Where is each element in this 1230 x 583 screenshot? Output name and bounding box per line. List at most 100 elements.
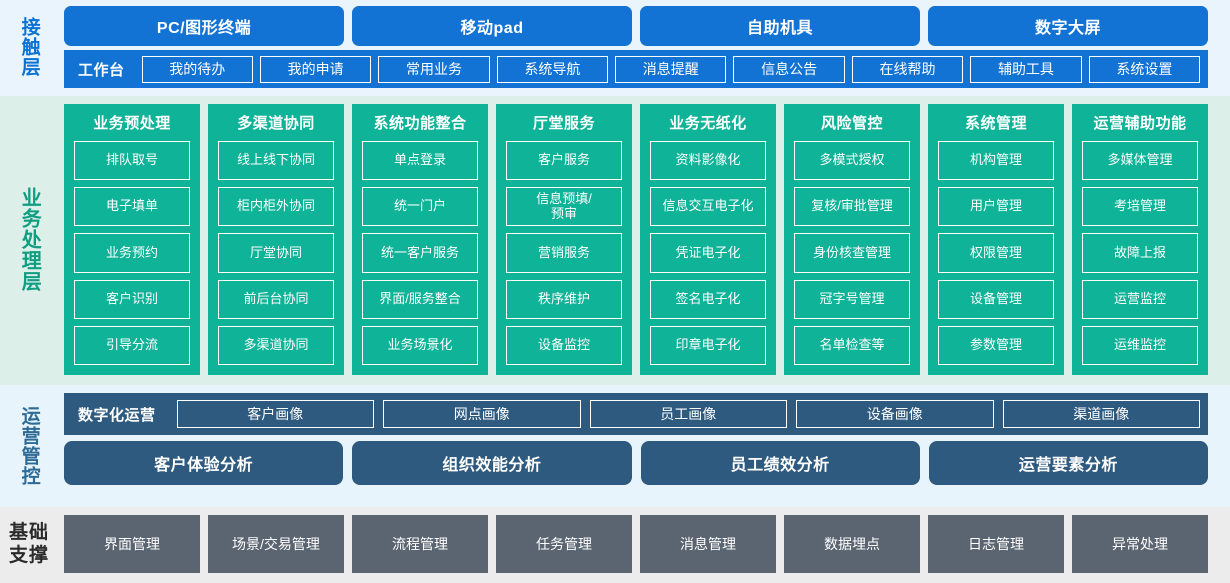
- workbench-item[interactable]: 我的待办: [141, 55, 253, 83]
- terminal-chip[interactable]: 自助机具: [640, 6, 920, 46]
- layer-label-base-line1: 基础: [8, 521, 49, 543]
- terminal-chip[interactable]: PC/图形终端: [64, 6, 344, 46]
- business-column-system-integration: 系统功能整合 单点登录 统一门户 统一客户服务 界面/服务整合 业务场景化: [352, 104, 488, 375]
- business-item[interactable]: 冠字号管理: [794, 279, 910, 319]
- business-column-title: 风险管控: [820, 115, 883, 132]
- business-item[interactable]: 秩序维护: [506, 279, 622, 319]
- base-support-item[interactable]: 流程管理: [352, 515, 488, 573]
- business-item[interactable]: 机构管理: [938, 141, 1054, 181]
- base-support-item[interactable]: 任务管理: [496, 515, 632, 573]
- analysis-item[interactable]: 客户体验分析: [64, 441, 344, 485]
- layer-base-body: 界面管理 场景/交易管理 流程管理 任务管理 消息管理 数据埋点 日志管理 异常…: [58, 515, 1230, 573]
- business-item[interactable]: 签名电子化: [650, 279, 766, 319]
- business-item[interactable]: 资料影像化: [650, 141, 766, 181]
- business-item[interactable]: 线上线下协同: [218, 141, 334, 181]
- base-support-item[interactable]: 日志管理: [928, 515, 1064, 573]
- business-item-list: 客户服务 信息预填/ 预审 营销服务 秩序维护 设备监控: [506, 141, 622, 366]
- business-item[interactable]: 故障上报: [1082, 233, 1198, 273]
- business-item[interactable]: 权限管理: [938, 233, 1054, 273]
- business-item[interactable]: 单点登录: [362, 141, 478, 181]
- business-item[interactable]: 客户服务: [506, 141, 622, 181]
- business-item[interactable]: 统一门户: [362, 187, 478, 227]
- base-support-item[interactable]: 界面管理: [64, 515, 200, 573]
- workbench-item[interactable]: 系统设置: [1088, 55, 1201, 83]
- business-column-title: 厅堂服务: [532, 115, 595, 132]
- business-item[interactable]: 运营监控: [1082, 279, 1198, 319]
- workbench-item[interactable]: 辅助工具: [970, 55, 1082, 83]
- business-column-title: 业务无纸化: [669, 115, 747, 132]
- business-column-paperless: 业务无纸化 资料影像化 信息交互电子化 凭证电子化 签名电子化 印章电子化: [640, 104, 776, 375]
- business-item[interactable]: 业务预约: [74, 233, 190, 273]
- business-item[interactable]: 电子填单: [74, 187, 190, 227]
- business-item[interactable]: 多模式授权: [794, 141, 910, 181]
- business-item-list: 资料影像化 信息交互电子化 凭证电子化 签名电子化 印章电子化: [650, 141, 766, 366]
- business-column-pretreatment: 业务预处理 排队取号 电子填单 业务预约 客户识别 引导分流: [64, 104, 200, 375]
- business-item[interactable]: 用户管理: [938, 187, 1054, 227]
- base-support-item[interactable]: 异常处理: [1072, 515, 1208, 573]
- digital-operations-title: 数字化运营: [78, 406, 156, 424]
- business-column-system-management: 系统管理 机构管理 用户管理 权限管理 设备管理 参数管理: [928, 104, 1064, 375]
- business-column-risk-control: 风险管控 多模式授权 复核/审批管理 身份核查管理 冠字号管理 名单检查等: [784, 104, 920, 375]
- business-item[interactable]: 多媒体管理: [1082, 141, 1198, 181]
- layer-label-base-support: 基础 支撑: [0, 515, 58, 573]
- analysis-item[interactable]: 员工绩效分析: [640, 441, 920, 485]
- workbench-item[interactable]: 常用业务: [378, 55, 490, 83]
- business-item[interactable]: 信息预填/ 预审: [506, 187, 622, 227]
- business-column-title: 多渠道协同: [237, 115, 315, 132]
- workbench-item[interactable]: 我的申请: [259, 55, 372, 83]
- business-item[interactable]: 参数管理: [938, 325, 1054, 366]
- portrait-item[interactable]: 设备画像: [796, 400, 994, 428]
- business-item[interactable]: 多渠道协同: [218, 325, 334, 366]
- business-item-list: 机构管理 用户管理 权限管理 设备管理 参数管理: [938, 141, 1054, 366]
- business-item[interactable]: 设备管理: [938, 279, 1054, 319]
- portrait-item[interactable]: 客户画像: [176, 400, 375, 428]
- portrait-item[interactable]: 员工画像: [589, 400, 788, 428]
- business-item[interactable]: 名单检查等: [794, 325, 910, 366]
- analysis-item[interactable]: 运营要素分析: [928, 441, 1208, 485]
- business-item[interactable]: 统一客户服务: [362, 233, 478, 273]
- business-item[interactable]: 客户识别: [74, 279, 190, 319]
- business-column-multichannel: 多渠道协同 线上线下协同 柜内柜外协同 厅堂协同 前后台协同 多渠道协同: [208, 104, 344, 375]
- business-column-lobby-service: 厅堂服务 客户服务 信息预填/ 预审 营销服务 秩序维护 设备监控: [496, 104, 632, 375]
- business-item[interactable]: 厅堂协同: [218, 233, 334, 273]
- workbench-item[interactable]: 在线帮助: [851, 55, 964, 83]
- business-item[interactable]: 身份核查管理: [794, 233, 910, 273]
- digital-operations-row: 数字化运营 客户画像 网点画像 员工画像 设备画像 渠道画像: [64, 393, 1208, 435]
- terminal-chip[interactable]: 移动pad: [352, 6, 632, 46]
- business-item[interactable]: 考培管理: [1082, 187, 1198, 227]
- business-item[interactable]: 印章电子化: [650, 325, 766, 366]
- base-support-item[interactable]: 场景/交易管理: [208, 515, 344, 573]
- business-item[interactable]: 柜内柜外协同: [218, 187, 334, 227]
- business-item[interactable]: 信息交互电子化: [650, 187, 766, 227]
- business-item[interactable]: 设备监控: [506, 325, 622, 366]
- business-column-title: 系统功能整合: [373, 115, 467, 132]
- business-item[interactable]: 营销服务: [506, 233, 622, 273]
- workbench-item[interactable]: 消息提醒: [615, 55, 727, 83]
- base-support-row: 界面管理 场景/交易管理 流程管理 任务管理 消息管理 数据埋点 日志管理 异常…: [64, 515, 1208, 573]
- business-item[interactable]: 业务场景化: [362, 325, 478, 366]
- business-column-title: 系统管理: [964, 115, 1027, 132]
- workbench-item[interactable]: 系统导航: [496, 55, 609, 83]
- workbench-item[interactable]: 信息公告: [733, 55, 845, 83]
- business-item[interactable]: 复核/审批管理: [794, 187, 910, 227]
- business-item[interactable]: 界面/服务整合: [362, 279, 478, 319]
- terminal-chip[interactable]: 数字大屏: [928, 6, 1208, 46]
- business-item[interactable]: 凭证电子化: [650, 233, 766, 273]
- business-item[interactable]: 引导分流: [74, 325, 190, 366]
- workbench-bar: 工作台 我的待办 我的申请 常用业务 系统导航 消息提醒 信息公告 在线帮助 辅…: [64, 50, 1208, 88]
- business-columns: 业务预处理 排队取号 电子填单 业务预约 客户识别 引导分流 多渠道协同 线上线…: [58, 104, 1230, 375]
- base-support-item[interactable]: 消息管理: [640, 515, 776, 573]
- base-support-item[interactable]: 数据埋点: [784, 515, 920, 573]
- analysis-row: 客户体验分析 组织效能分析 员工绩效分析 运营要素分析: [64, 441, 1208, 485]
- business-item[interactable]: 运维监控: [1082, 325, 1198, 366]
- workbench-title: 工作台: [78, 61, 125, 79]
- portrait-item[interactable]: 渠道画像: [1002, 400, 1201, 428]
- business-item[interactable]: 前后台协同: [218, 279, 334, 319]
- layer-label-base-line2: 支撑: [8, 545, 49, 566]
- layer-operations: 运营管控 数字化运营 客户画像 网点画像 员工画像 设备画像 渠道画像 客户体验…: [0, 385, 1230, 507]
- portrait-item[interactable]: 网点画像: [383, 400, 581, 428]
- business-item[interactable]: 排队取号: [74, 141, 190, 181]
- layer-contact-body: PC/图形终端 移动pad 自助机具 数字大屏 工作台 我的待办 我的申请 常用…: [58, 6, 1230, 88]
- analysis-item[interactable]: 组织效能分析: [352, 441, 632, 485]
